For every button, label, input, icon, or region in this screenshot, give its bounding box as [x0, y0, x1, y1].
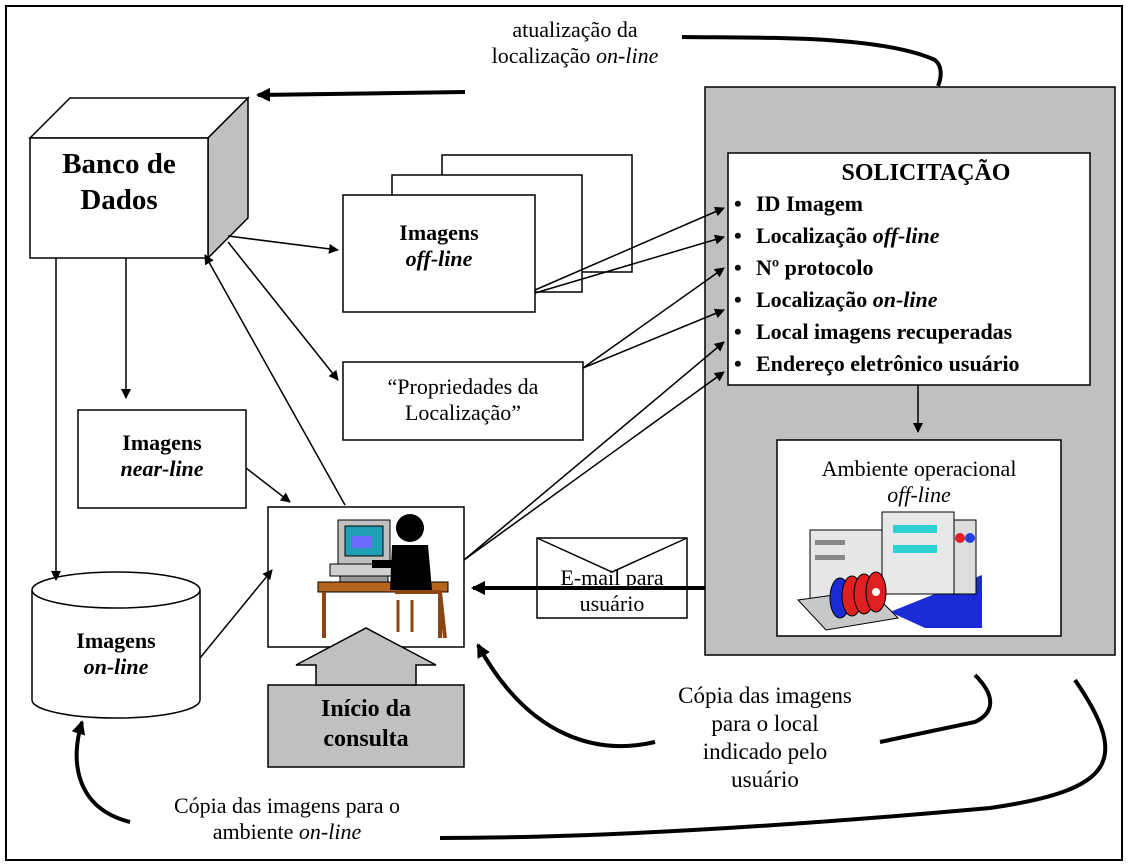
copy-online-online: on-line [298, 819, 362, 844]
email-envelope [536, 537, 688, 619]
email-line2: usuário [579, 591, 645, 616]
location-update-line1: atualização da [512, 17, 638, 42]
properties-box [342, 361, 584, 441]
nearline-line1: Imagens [122, 430, 202, 455]
location-update-line2: localização [491, 43, 597, 68]
request-item: •Localização on-line [734, 287, 938, 312]
nearline-box [77, 409, 247, 509]
operational-line2: off-line [887, 482, 951, 507]
flow-arrows [71, 35, 1108, 840]
connector-arrows [51, 206, 923, 659]
online-label: Imagens on-line [32, 628, 200, 680]
copy-online-line2: ambiente [212, 819, 299, 844]
request-content: SOLICITAÇÃO •ID Imagem •Localização off-… [728, 158, 1090, 380]
database-line2: Dados [80, 184, 158, 216]
offline-images-line1: Imagens [399, 220, 479, 245]
database-line1: Banco de [62, 148, 176, 180]
copy-local-line3: indicado pelo [702, 739, 828, 764]
request-item: •Endereço eletrônico usuário [734, 351, 1020, 376]
request-item: •Localização off-line [734, 223, 940, 248]
request-item: •Local imagens recuperadas [734, 319, 1013, 344]
diagram-frame [5, 5, 1123, 861]
email-line1: E-mail para [560, 565, 664, 590]
offline-images-line2: off-line [405, 246, 473, 271]
online-cylinder [31, 571, 201, 719]
properties-label: “Propriedades da Localização” [343, 374, 583, 426]
copy-online-label: Cópia das imagens para o ambiente on-lin… [132, 793, 442, 845]
offline-images-stack [342, 154, 633, 313]
copy-local-line2: para o local [711, 711, 819, 736]
database-cube [28, 96, 250, 260]
properties-line2: Localização” [404, 400, 521, 425]
database-label: Banco de Dados [30, 146, 208, 218]
location-update-online: on-line [596, 43, 659, 68]
operational-label: Ambiente operacional off-line [777, 456, 1061, 508]
start-query-line2: consulta [323, 726, 409, 752]
request-title: SOLICITAÇÃO [841, 160, 1011, 186]
request-box [727, 152, 1091, 386]
start-query-line1: Início da [320, 696, 412, 722]
properties-line1: “Propriedades da [387, 374, 539, 399]
nearline-label: Imagens near-line [78, 430, 246, 482]
copy-local-line1: Cópia das imagens [678, 683, 852, 708]
request-list: •ID Imagem •Localização off-line •Nº pro… [734, 188, 1090, 380]
request-item: •ID Imagem [734, 191, 863, 216]
offline-images-label: Imagens off-line [343, 220, 535, 272]
nearline-line2: near-line [120, 456, 204, 481]
start-query-box [267, 684, 465, 768]
online-line1: Imagens [76, 628, 156, 653]
tape-library-icon [796, 511, 982, 631]
online-line2: on-line [83, 654, 149, 679]
computer-user-icon [317, 514, 449, 639]
operational-line1: Ambiente operacional [821, 456, 1017, 481]
request-item: •Nº protocolo [734, 255, 874, 280]
email-label: E-mail para usuário [537, 565, 687, 617]
start-query-arrow [295, 627, 437, 686]
copy-local-label: Cópia das imagens para o local indicado … [650, 682, 880, 794]
copy-local-line4: usuário [731, 767, 799, 792]
location-update-note: atualização da localização on-line [470, 17, 680, 69]
copy-online-line1: Cópia das imagens para o [173, 793, 401, 818]
start-query-label: Início da consulta [268, 694, 464, 754]
